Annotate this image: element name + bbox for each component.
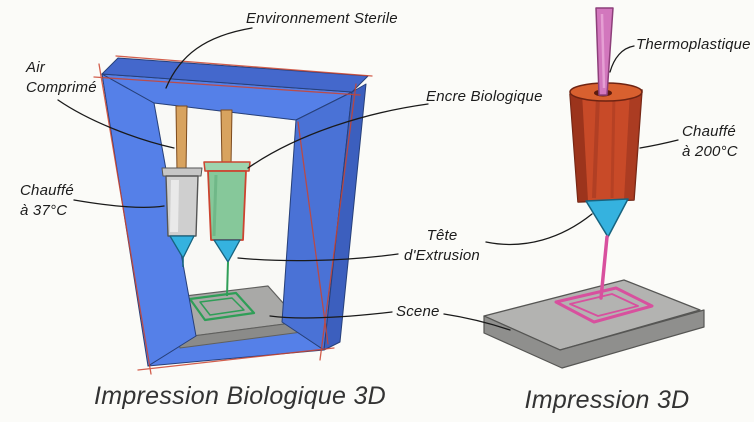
sketch-line [297, 121, 329, 345]
pink-printed-object-outer [554, 286, 654, 324]
label-heated-200-line1: Chauffé [682, 123, 736, 140]
syringe-air-nozzle-icon [169, 235, 195, 259]
syringe-bioink-nozzle-icon [213, 239, 241, 263]
bio-printed-object-outer [188, 291, 256, 322]
label-heated-37-line2: à 37°C [20, 202, 68, 219]
label-heated-37: Chauffé à 37°C [20, 181, 74, 221]
syringe-air-tube [175, 105, 188, 173]
caption-3d-printing: Impression 3D [524, 386, 690, 414]
right-print-bed-front [483, 309, 705, 369]
label-thermoplastic: Thermoplastique [636, 36, 751, 53]
bioprinter [93, 55, 373, 375]
syringe-bioink-tube [220, 109, 233, 167]
connector-compressed-air [57, 99, 175, 149]
connector-extrusion-head-left [237, 253, 399, 262]
syringe-air [161, 105, 203, 267]
sketch-line [137, 347, 335, 371]
filament-highlight [600, 13, 606, 89]
sketch-line [319, 83, 357, 361]
label-extrusion-head-line2: d'Extrusion [404, 247, 480, 264]
connector-heated-37 [73, 199, 165, 208]
syringe-bioink-shade [212, 174, 218, 237]
connector-lines [57, 27, 679, 331]
sketch-line [98, 63, 152, 375]
heater-streak [592, 95, 600, 199]
syringe-bioink [203, 109, 251, 297]
sketch-line [93, 76, 361, 96]
connector-extrusion-head-right [485, 213, 593, 246]
bio-printed-object-inner [199, 297, 245, 316]
extrusion-head-cone [585, 198, 629, 238]
label-extrusion-head: Tête d'Extrusion [402, 226, 482, 266]
label-compressed-air-line1: Air [26, 59, 45, 76]
label-heated-200-line2: à 200°C [682, 143, 738, 160]
fdm-printer [483, 7, 705, 369]
syringe-bioink-flange [203, 161, 251, 172]
pink-printed-object-inner [569, 293, 639, 317]
label-heated-37-line1: Chauffé [20, 182, 74, 199]
syringe-air-highlight [170, 180, 179, 232]
label-compressed-air-line2: Comprimé [26, 79, 97, 96]
label-extrusion-head-line1: Tête [426, 227, 458, 244]
syringe-air-flange [161, 167, 203, 177]
connector-scene-right [443, 313, 511, 331]
syringe-bioink-body [207, 170, 247, 241]
heater-streak [610, 93, 616, 199]
label-compressed-air: Air Comprimé [26, 58, 97, 98]
label-bio-ink: Encre Biologique [426, 88, 543, 105]
label-heated-200: Chauffé à 200°C [682, 122, 738, 162]
enclosure-right-side-face [323, 83, 367, 351]
label-sterile-environment: Environnement Sterile [246, 10, 398, 27]
sketch-line [115, 55, 373, 77]
heater-shade-right [624, 90, 642, 200]
connector-thermoplastic [609, 45, 635, 73]
heater-shade-left [570, 93, 588, 202]
connector-heated-200 [639, 139, 679, 149]
label-scene: Scene [396, 303, 440, 320]
bioink-extrusion-line [226, 261, 229, 297]
filament-tube [595, 7, 614, 96]
sketch-lines [93, 55, 373, 375]
connector-scene-left [269, 311, 393, 319]
caption-bioprinting: Impression Biologique 3D [93, 382, 387, 410]
extruded-filament-line [599, 235, 609, 300]
connector-bio-ink [247, 103, 429, 169]
connector-sterile-environment [165, 27, 253, 89]
